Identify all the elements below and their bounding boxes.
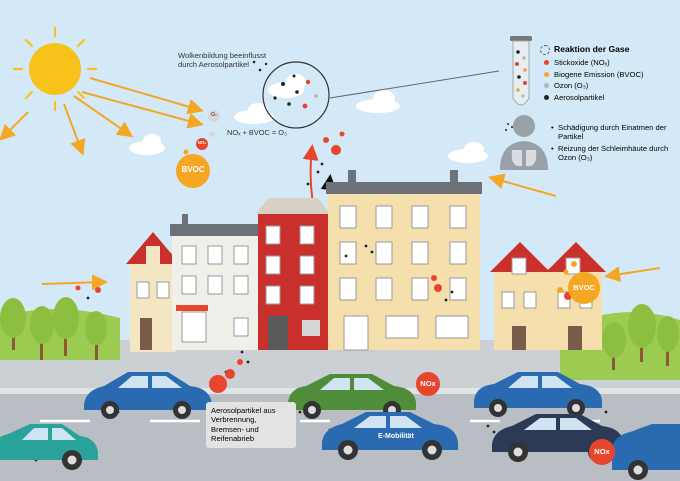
emobility-label: E-Mobilität [378,433,414,440]
nox-badge-right: NOx [594,447,610,456]
no2-badge: NO₂ [197,140,207,145]
test-tube-icon [510,36,532,106]
bvoc-badge-left: BVOC [181,165,205,174]
bvoc-badge-right: BVOC [573,283,595,292]
cloud-formation-note: Wolkenbildung beeinflusst durch Aerosolp… [178,51,267,69]
car-blue-right [474,372,602,417]
magnifier-circle-icon [252,60,500,129]
bvoc-bubbles [183,149,577,293]
emission-blobs [176,110,615,465]
legend-item-aerosol: Aerosolpartikel [544,93,675,102]
gas-reaction-legend: Reaktion der Gase Stickoxide (NOₓ) Bioge… [540,44,675,104]
building-dark-red [256,198,330,350]
car-blue-left [84,372,212,419]
building-grey-roof [170,214,260,350]
legend-circle-icon [540,45,550,55]
building-tall-cream [326,170,482,351]
legend-item-ozone: Ozon (O₃) [544,81,675,90]
building-red-roof-left [126,232,180,352]
car-teal [0,424,98,470]
car-emobility [322,412,458,460]
legend-item-nox: Stickoxide (NOₓ) [544,58,675,67]
aerosol-caption: Aerosolpartikel aus Verbrennung, Bremsen… [206,402,296,448]
trees [0,297,679,370]
o2-badge: O₂ [210,112,218,118]
health-effects-list: Schädigung durch Einatmen der Partikel R… [551,123,675,165]
car-green [288,374,416,419]
cloud-icon [129,74,488,163]
health-effect-inhalation: Schädigung durch Einatmen der Partikel [551,123,675,141]
legend-title: Reaktion der Gase [554,44,630,54]
ozone-formula: NOₓ + BVOC = O₃ [227,128,288,137]
sunlight-arrows [0,77,204,156]
person-lungs-icon [500,115,548,170]
health-effect-ozone: Reizung der Schleimhäute durch Ozon (O₃) [551,144,675,162]
legend-item-bvoc: Biogene Emission (BVOC) [544,70,675,79]
car-blue-edge [612,424,680,480]
nox-badge-mid: NOx [420,379,436,388]
sun-icon [12,26,98,112]
